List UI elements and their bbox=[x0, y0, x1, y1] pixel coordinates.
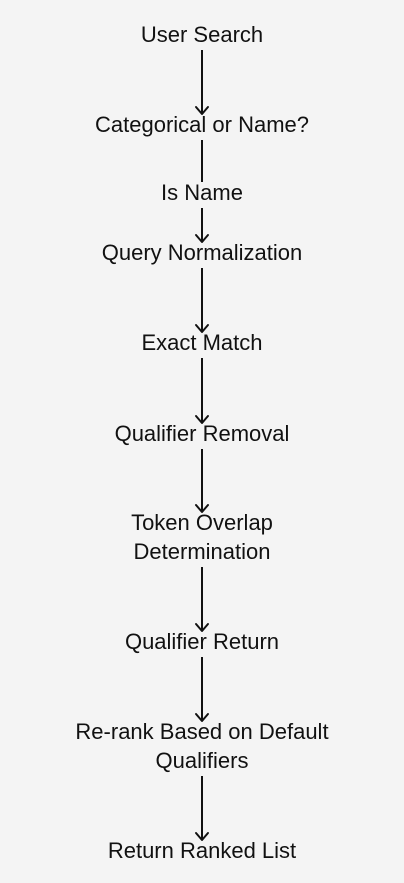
node-label-exact-match-line-1: Exact Match bbox=[141, 330, 262, 355]
node-categorical-or-name: Categorical or Name? bbox=[95, 112, 309, 137]
node-is-name: Is Name bbox=[161, 180, 243, 205]
edge-re-rank-based-on-default-qualifiers-to-return-ranked-list bbox=[195, 776, 209, 841]
node-label-token-overlap-determination-line-2: Determination bbox=[134, 539, 271, 564]
node-exact-match: Exact Match bbox=[141, 330, 262, 355]
node-query-normalization: Query Normalization bbox=[102, 240, 303, 265]
node-label-is-name-line-1: Is Name bbox=[161, 180, 243, 205]
node-label-re-rank-based-on-default-qualifiers-line-2: Qualifiers bbox=[156, 748, 249, 773]
arrowhead-icon bbox=[195, 623, 209, 632]
node-label-query-normalization-line-1: Query Normalization bbox=[102, 240, 303, 265]
node-label-qualifier-return-line-1: Qualifier Return bbox=[125, 629, 279, 654]
arrowhead-icon bbox=[195, 713, 209, 722]
node-qualifier-removal: Qualifier Removal bbox=[115, 421, 290, 446]
node-label-qualifier-removal-line-1: Qualifier Removal bbox=[115, 421, 290, 446]
node-label-categorical-or-name-line-1: Categorical or Name? bbox=[95, 112, 309, 137]
arrowhead-icon bbox=[195, 324, 209, 333]
edge-qualifier-removal-to-token-overlap-determination bbox=[195, 449, 209, 513]
edge-user-search-to-categorical-or-name bbox=[195, 50, 209, 115]
edge-qualifier-return-to-re-rank-based-on-default-qualifiers bbox=[195, 657, 209, 722]
edge-exact-match-to-qualifier-removal bbox=[195, 358, 209, 424]
node-label-user-search-line-1: User Search bbox=[141, 22, 263, 47]
arrowhead-icon bbox=[195, 832, 209, 841]
node-qualifier-return: Qualifier Return bbox=[125, 629, 279, 654]
node-label-token-overlap-determination-line-1: Token Overlap bbox=[131, 510, 273, 535]
edges-layer bbox=[195, 50, 209, 841]
node-user-search: User Search bbox=[141, 22, 263, 47]
edge-query-normalization-to-exact-match bbox=[195, 268, 209, 333]
arrowhead-icon bbox=[195, 415, 209, 424]
edge-token-overlap-determination-to-qualifier-return bbox=[195, 567, 209, 632]
node-label-return-ranked-list-line-1: Return Ranked List bbox=[108, 838, 296, 863]
node-return-ranked-list: Return Ranked List bbox=[108, 838, 296, 863]
node-label-re-rank-based-on-default-qualifiers-line-1: Re-rank Based on Default bbox=[75, 719, 328, 744]
arrowhead-icon bbox=[195, 106, 209, 115]
arrowhead-icon bbox=[195, 504, 209, 513]
edge-is-name-to-query-normalization bbox=[195, 208, 209, 243]
arrowhead-icon bbox=[195, 234, 209, 243]
